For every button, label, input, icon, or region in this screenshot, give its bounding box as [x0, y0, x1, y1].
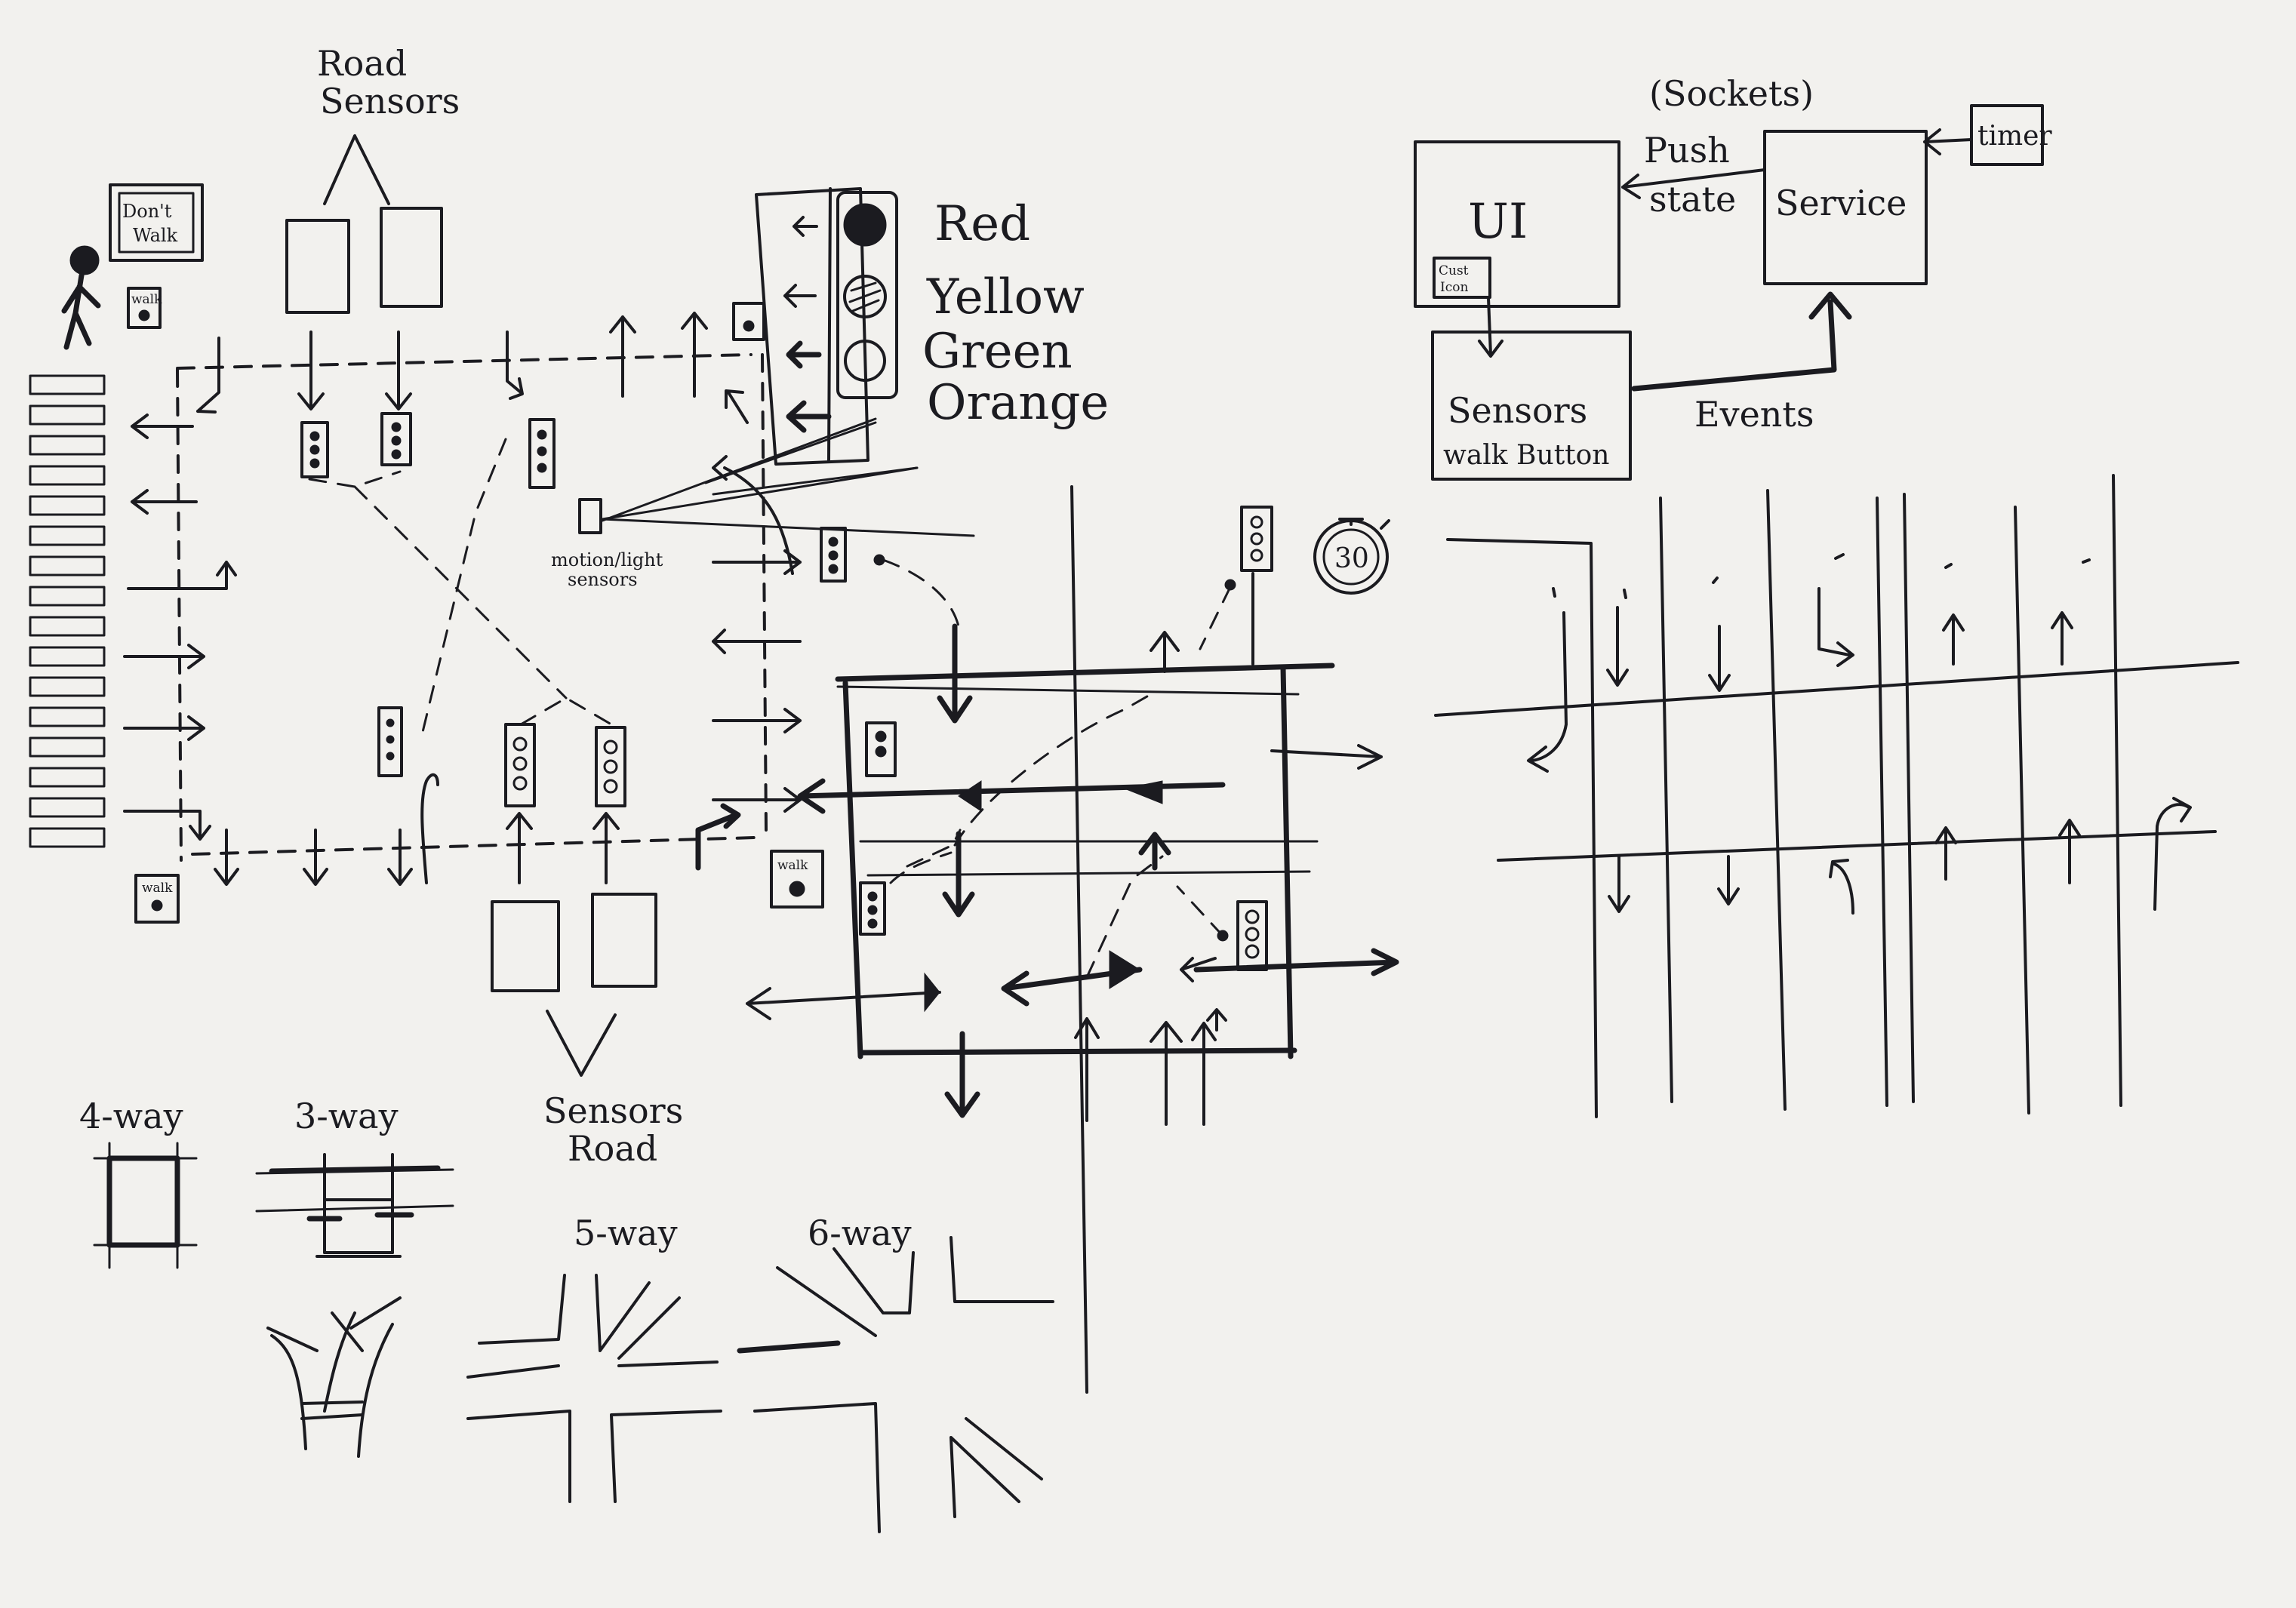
service-label: Service [1775, 183, 1907, 223]
four-way-intersection [94, 1143, 196, 1268]
road-sensor-top-left [287, 220, 349, 312]
main-traffic-light [706, 189, 917, 494]
light-orange-label: Orange [927, 375, 1109, 431]
road-sensor-bottom-left [492, 902, 559, 991]
plan-traffic-light-5 [506, 724, 534, 806]
plan-traffic-light-6 [596, 727, 625, 806]
center-road-grid [747, 487, 1396, 1392]
plan-traffic-light-1 [302, 423, 328, 477]
ui-label: UI [1468, 194, 1528, 250]
sensors-road-label-2: Road [568, 1128, 657, 1169]
ui-sub-label-2: Icon [1440, 280, 1468, 295]
dont-walk-sign: Don't Walk [110, 185, 202, 260]
sensor-link-3 [521, 698, 611, 724]
walk-button-center-label: walk [777, 858, 808, 873]
timer-value: 30 [1334, 543, 1369, 574]
walk-button-top: walk [128, 288, 162, 327]
walk-button-center: walk [771, 851, 823, 907]
state-label: state [1649, 179, 1736, 220]
road-sensor-bottom-right [592, 894, 656, 986]
grid-traffic-light-3 [866, 723, 895, 776]
push-label: Push [1644, 130, 1730, 171]
walk-button-bottom-left-label: walk [142, 881, 173, 896]
motion-light-label-2: sensors [568, 569, 638, 590]
pedestrian-figure-icon [64, 246, 99, 347]
sensors-label: Sensors [1448, 390, 1587, 431]
left-intersection-plan [125, 313, 800, 884]
three-way-intersection [257, 1155, 453, 1256]
grid-traffic-light-5 [1177, 887, 1266, 970]
road-sensor-top-right [381, 208, 442, 306]
plan-traffic-light-3 [530, 420, 554, 487]
road-sensors-top-label-2: Sensors [320, 81, 460, 121]
five-way-label: 5-way [574, 1213, 678, 1253]
y-intersection [268, 1298, 400, 1456]
road-sensors-top-label: Road [317, 43, 407, 84]
three-way-label: 3-way [294, 1096, 399, 1136]
walk-button-top-label: walk [131, 292, 162, 307]
walk-button-label: walk Button [1443, 440, 1609, 471]
motion-light-label: motion/light [551, 549, 663, 570]
right-lane-diagram [1436, 475, 2238, 1117]
grid-traffic-light-1 [821, 528, 959, 626]
light-red-label: Red [934, 196, 1030, 252]
plan-traffic-light-4 [379, 708, 402, 776]
dont-walk-label: Don't [122, 201, 172, 222]
events-label: Events [1694, 394, 1814, 435]
grid-traffic-light-2 [1200, 507, 1272, 664]
light-green-label: Green [922, 324, 1073, 380]
walk-button-near-light [734, 303, 764, 340]
six-way-label: 6-way [808, 1213, 912, 1253]
sensor-link-2 [423, 439, 506, 732]
timer-label: timer [1977, 121, 2052, 152]
road-sensor-bottom-pointer [547, 1011, 615, 1075]
sensors-road-label: Sensors [543, 1090, 683, 1131]
events-arrow [1634, 294, 1849, 389]
five-way-intersection [468, 1275, 721, 1502]
sockets-label: (Sockets) [1649, 73, 1814, 114]
light-yellow-label: Yellow [926, 269, 1085, 325]
sensor-link-1 [309, 472, 566, 698]
dont-walk-label-2: Walk [133, 225, 178, 246]
walk-button-bottom-left: walk [136, 875, 178, 922]
grid-traffic-light-4 [860, 853, 951, 934]
plan-traffic-light-2 [382, 414, 411, 465]
crosswalk-stripes [30, 376, 104, 847]
timer-arrow [1925, 130, 1971, 154]
road-sensor-top-pointer [325, 136, 389, 204]
stopwatch-icon: 30 [1315, 519, 1389, 593]
ui-sub-label: Cust [1439, 263, 1469, 278]
six-way-intersection [740, 1238, 1053, 1532]
four-way-label: 4-way [79, 1096, 183, 1136]
